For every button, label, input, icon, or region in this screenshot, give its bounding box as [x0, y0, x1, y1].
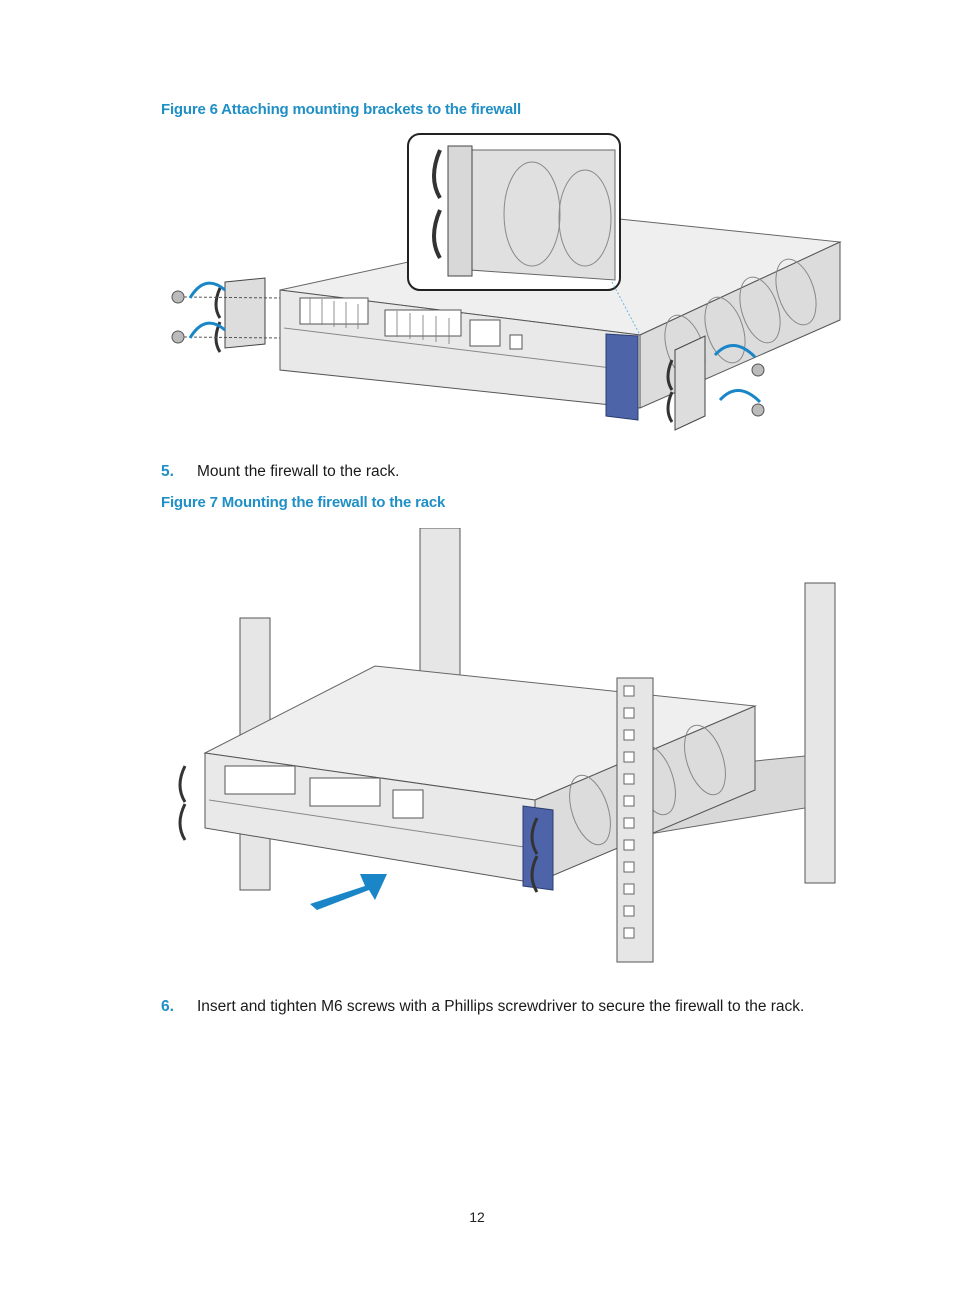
- figure-7-caption: Figure 7 Mounting the firewall to the ra…: [161, 494, 446, 511]
- step-5-number: 5.: [161, 463, 174, 480]
- page-number: 12: [469, 1209, 485, 1225]
- figure-7-illustration: [178, 528, 836, 963]
- step-5-text: Mount the firewall to the rack.: [197, 463, 400, 480]
- step-5: 5. Mount the firewall to the rack.: [161, 463, 399, 481]
- step-6: 6. Insert and tighten M6 screws with a Ph…: [161, 998, 804, 1016]
- step-6-text: Insert and tighten M6 screws with a Phil…: [197, 998, 805, 1015]
- figure-6-caption: Figure 6 Attaching mounting brackets to …: [161, 101, 521, 118]
- figure-6-illustration: [171, 133, 842, 431]
- step-6-number: 6.: [161, 998, 174, 1015]
